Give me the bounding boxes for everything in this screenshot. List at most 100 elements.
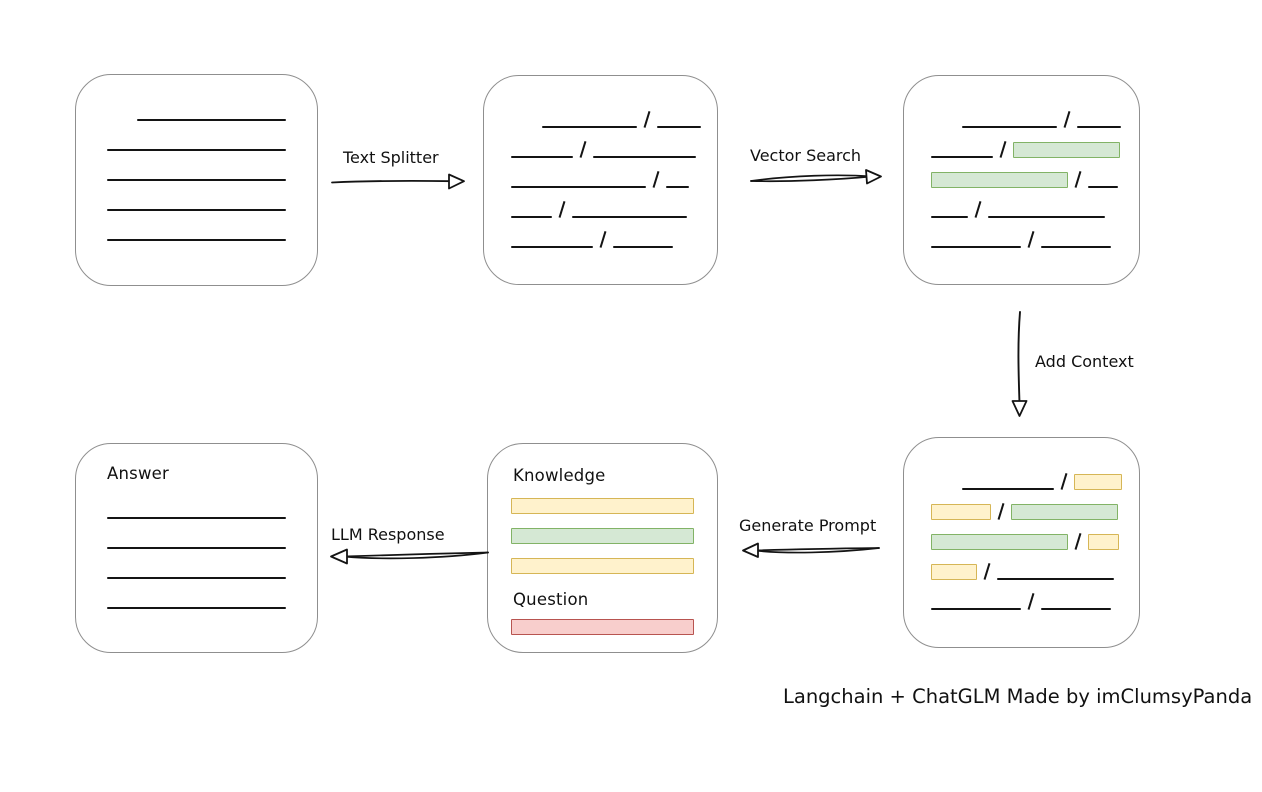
add-context-label: Add Context bbox=[1035, 352, 1134, 371]
split-slash-icon bbox=[1060, 473, 1068, 490]
text-row bbox=[931, 533, 1139, 550]
split-chunks-lines bbox=[484, 76, 717, 262]
text-line bbox=[107, 577, 286, 579]
add-context-arrow bbox=[1011, 311, 1028, 417]
text-row bbox=[107, 225, 317, 241]
matched-chunk-bar bbox=[931, 172, 1068, 188]
text-line bbox=[988, 216, 1106, 218]
text-row bbox=[107, 503, 286, 519]
text-row bbox=[511, 111, 717, 128]
text-row bbox=[107, 135, 317, 151]
split-slash-icon bbox=[1027, 231, 1035, 248]
text-line bbox=[107, 209, 286, 211]
llm-response-arrow bbox=[330, 548, 489, 565]
text-line bbox=[137, 119, 286, 121]
text-line bbox=[572, 216, 688, 218]
text-line bbox=[107, 149, 286, 151]
split-slash-icon bbox=[983, 563, 991, 580]
context-chunk-bar bbox=[931, 504, 991, 520]
text-line bbox=[962, 126, 1057, 128]
text-row bbox=[107, 165, 317, 181]
text-row bbox=[107, 105, 317, 121]
knowledge-bars bbox=[511, 498, 694, 574]
text-line bbox=[107, 517, 286, 519]
vector-results-box bbox=[903, 75, 1140, 285]
knowledge-label: Knowledge bbox=[513, 466, 606, 485]
question-bars bbox=[511, 619, 694, 635]
text-row bbox=[511, 498, 694, 514]
split-slash-icon bbox=[1027, 593, 1035, 610]
context-chunk-bar bbox=[511, 498, 694, 514]
text-line bbox=[511, 216, 552, 218]
split-chunks-box bbox=[483, 75, 718, 285]
text-line bbox=[542, 126, 637, 128]
text-line bbox=[931, 246, 1021, 248]
text-row bbox=[511, 171, 717, 188]
text-line bbox=[107, 547, 286, 549]
split-slash-icon bbox=[599, 231, 607, 248]
text-line bbox=[107, 607, 286, 609]
generate-prompt-arrow bbox=[742, 542, 880, 558]
context-chunk-bar bbox=[1088, 534, 1120, 550]
text-line bbox=[962, 488, 1054, 490]
answer-box: Answer bbox=[75, 443, 318, 653]
text-line bbox=[511, 156, 573, 158]
text-line bbox=[666, 186, 690, 188]
text-row bbox=[931, 473, 1139, 490]
split-slash-icon bbox=[997, 503, 1005, 520]
split-slash-icon bbox=[643, 111, 651, 128]
text-line bbox=[1077, 126, 1122, 128]
text-row bbox=[931, 141, 1139, 158]
question-bar bbox=[511, 619, 694, 635]
matched-chunk-bar bbox=[931, 534, 1068, 550]
prompt-box: Knowledge Question bbox=[487, 443, 718, 653]
split-slash-icon bbox=[1074, 171, 1082, 188]
split-slash-icon bbox=[579, 141, 587, 158]
text-line bbox=[511, 246, 593, 248]
text-line bbox=[613, 246, 674, 248]
split-slash-icon bbox=[558, 201, 566, 218]
text-row bbox=[107, 533, 286, 549]
text-row bbox=[931, 111, 1139, 128]
split-slash-icon bbox=[1063, 111, 1071, 128]
text-splitter-arrow bbox=[331, 173, 465, 190]
text-line bbox=[1088, 186, 1119, 188]
text-row bbox=[511, 141, 717, 158]
text-row bbox=[511, 528, 694, 544]
text-row bbox=[931, 593, 1139, 610]
text-line bbox=[657, 126, 702, 128]
question-label: Question bbox=[513, 590, 589, 609]
text-line bbox=[107, 179, 286, 181]
text-row bbox=[511, 201, 717, 218]
context-chunk-bar bbox=[1074, 474, 1123, 490]
context-chunk-bar bbox=[931, 564, 977, 580]
text-line bbox=[931, 156, 993, 158]
answer-label: Answer bbox=[107, 464, 169, 483]
text-row bbox=[931, 503, 1139, 520]
prompt-box-content: Knowledge Question bbox=[511, 466, 694, 649]
generate-prompt-label: Generate Prompt bbox=[739, 516, 877, 535]
split-slash-icon bbox=[974, 201, 982, 218]
llm-response-label: LLM Response bbox=[331, 525, 445, 544]
text-row bbox=[107, 593, 286, 609]
text-row bbox=[107, 563, 286, 579]
text-row bbox=[107, 195, 317, 211]
vector-search-arrow bbox=[750, 169, 882, 185]
vector-search-label: Vector Search bbox=[750, 146, 862, 165]
text-row bbox=[511, 231, 717, 248]
context-chunks-lines bbox=[904, 438, 1139, 624]
split-slash-icon bbox=[999, 141, 1007, 158]
matched-chunk-bar bbox=[511, 528, 694, 544]
matched-chunk-bar bbox=[1011, 504, 1119, 520]
context-chunks-box bbox=[903, 437, 1140, 648]
text-line bbox=[1041, 246, 1112, 248]
source-document-lines bbox=[76, 75, 317, 255]
text-line bbox=[107, 239, 286, 241]
text-row bbox=[931, 563, 1139, 580]
text-line bbox=[511, 186, 646, 188]
text-line bbox=[931, 216, 968, 218]
text-row bbox=[931, 231, 1139, 248]
split-slash-icon bbox=[652, 171, 660, 188]
vector-results-lines bbox=[904, 76, 1139, 262]
